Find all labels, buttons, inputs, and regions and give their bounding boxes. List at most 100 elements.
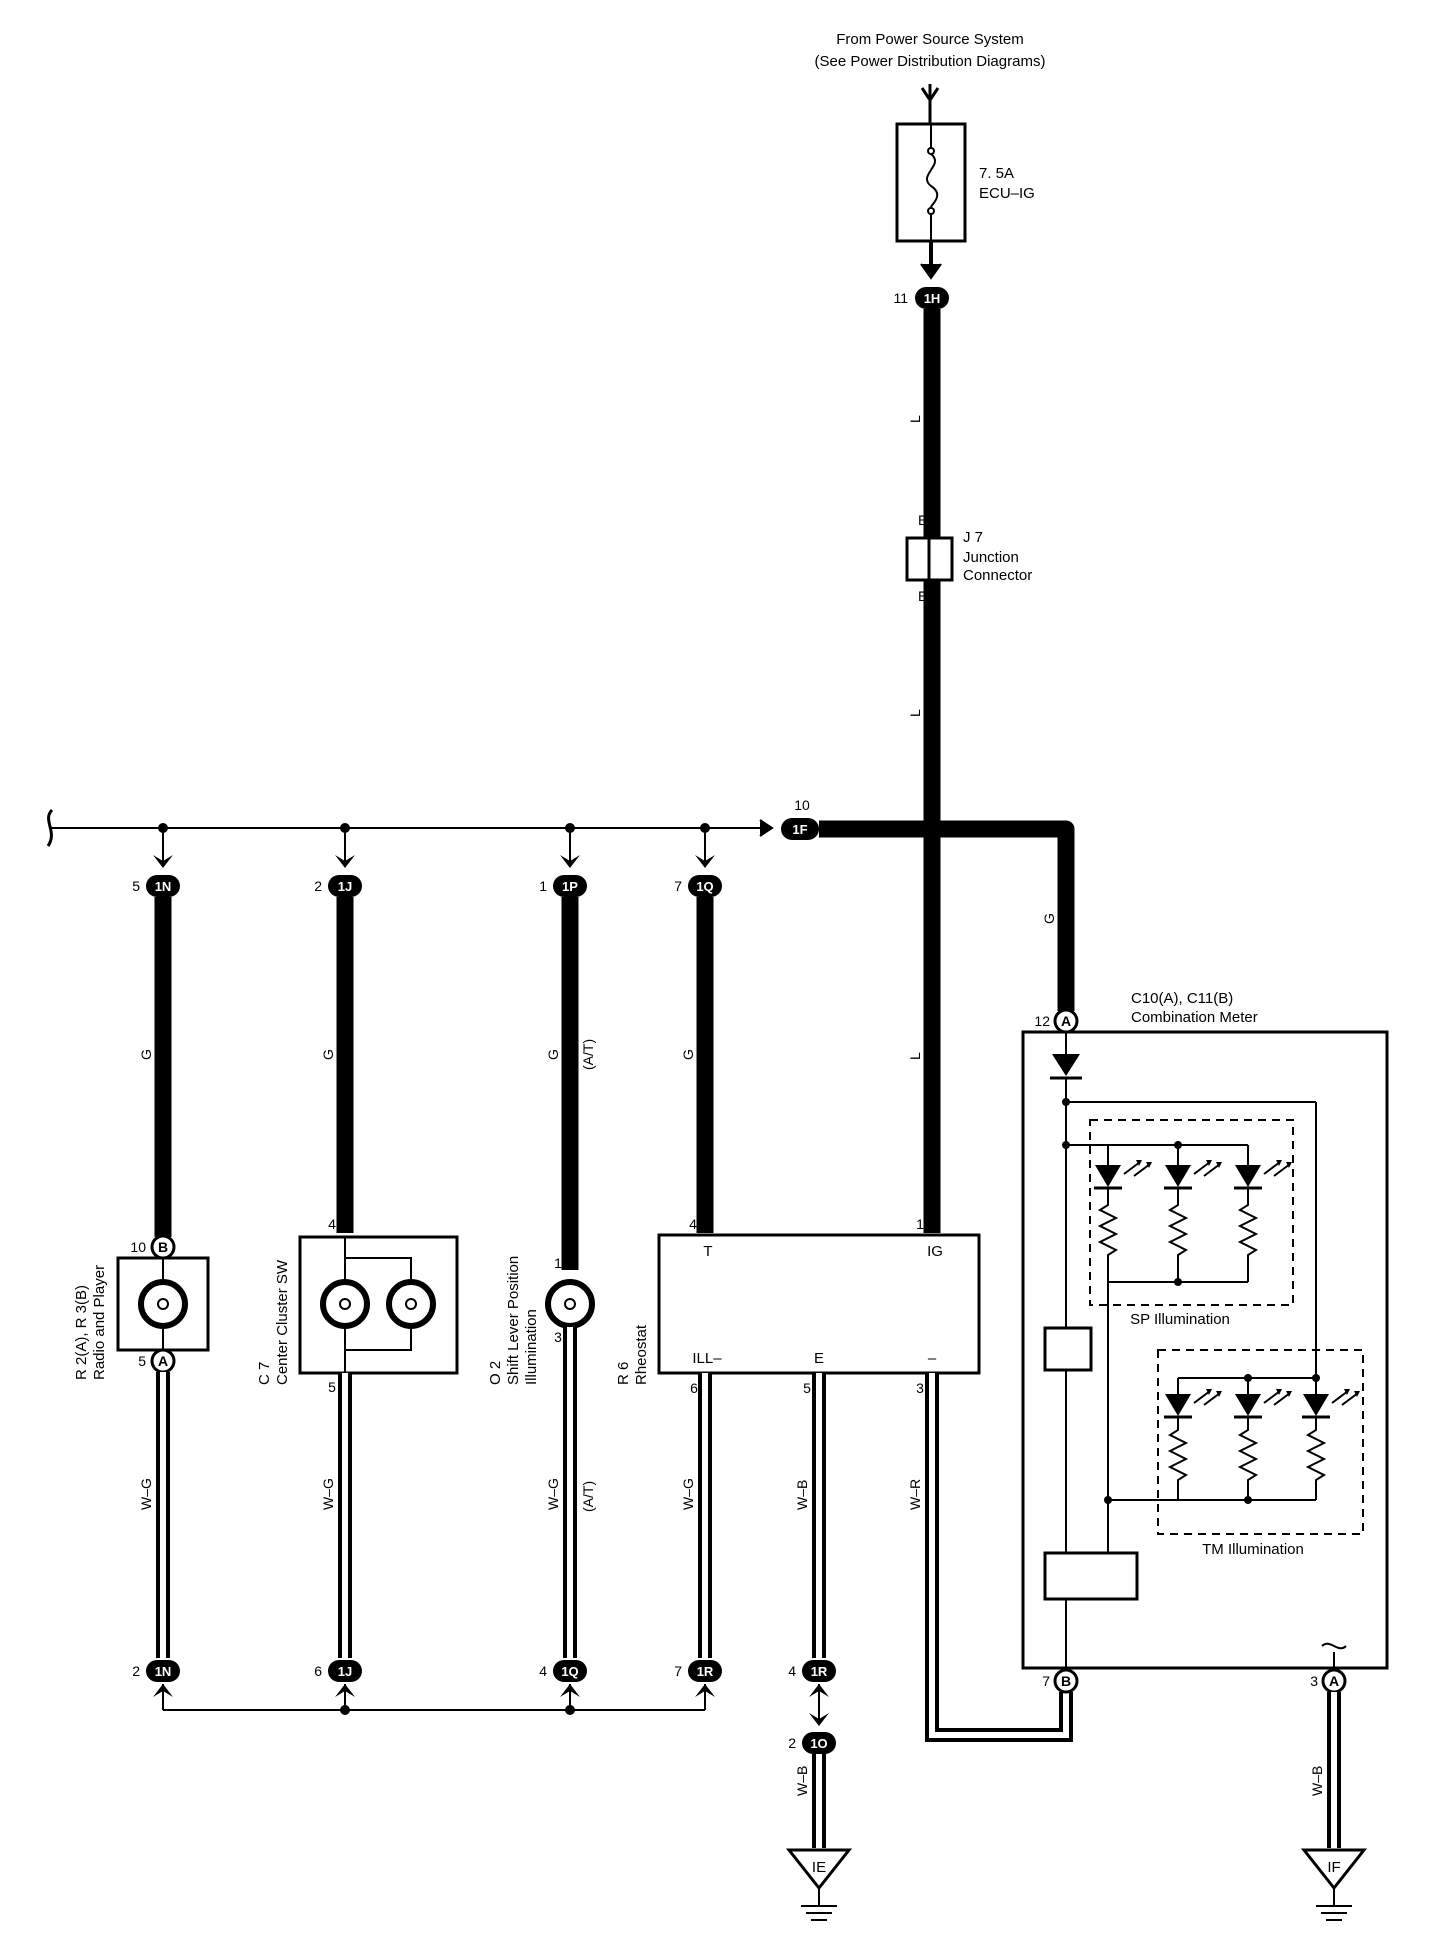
rheostat-name: Rheostat xyxy=(633,1324,650,1385)
wire-color-g-cluster: G xyxy=(320,1049,336,1060)
wire-color-g-rheostat: G xyxy=(680,1049,696,1060)
power-source-label-1: From Power Source System xyxy=(836,31,1024,48)
svg-text:B: B xyxy=(158,1239,168,1255)
svg-text:1H: 1H xyxy=(924,291,941,306)
meter-name: Combination Meter xyxy=(1131,1009,1258,1026)
wire-color-wg-cluster: W–G xyxy=(320,1478,336,1510)
connector-1q-top: 1Q xyxy=(688,875,722,897)
connector-b-radio: B xyxy=(150,1234,176,1260)
pin-label-6-1j: 6 xyxy=(314,1663,322,1679)
wire-color-wb-rheostat: W–B xyxy=(794,1480,810,1510)
cluster-name: Center Cluster SW xyxy=(274,1259,291,1385)
pin-label-7-1q: 7 xyxy=(674,878,682,894)
drop-rheostat xyxy=(695,828,715,868)
connector-a-meter-top: A xyxy=(1053,1008,1079,1034)
bus-break-symbol xyxy=(46,808,54,847)
pin-label-7-1r: 7 xyxy=(674,1663,682,1679)
pin-label-1-rheostat: 1 xyxy=(916,1216,924,1232)
pin-label-11: 11 xyxy=(893,290,908,306)
shift-lever-bulb xyxy=(545,1279,595,1329)
connector-1h: 1H xyxy=(915,287,949,309)
wire-wr-rheostat-meter xyxy=(925,1373,1073,1742)
fuse-name: ECU–IG xyxy=(979,185,1035,202)
svg-text:1P: 1P xyxy=(562,879,578,894)
wire-color-at-shift-top: (A/T) xyxy=(580,1039,596,1070)
connector-1p: 1P xyxy=(553,875,587,897)
wire-color-wg-shift: W–G xyxy=(545,1478,561,1510)
fuse-ecu-ig xyxy=(895,122,967,243)
wire-g-meter-feed xyxy=(819,820,1075,1011)
junction-name-2: Connector xyxy=(963,567,1032,584)
pin-label-3-rheostat: 3 xyxy=(916,1380,924,1396)
connector-1o: 1O xyxy=(802,1732,836,1754)
pin-label-6-rheostat: 6 xyxy=(690,1380,698,1396)
ground-if-label: IF xyxy=(1327,1859,1340,1876)
wire-color-wr-rheostat: W–R xyxy=(907,1479,923,1510)
pin-label-7-meter: 7 xyxy=(1042,1673,1050,1689)
wire-color-g-meter: G xyxy=(1041,913,1057,924)
rheostat-terminal-ig: IG xyxy=(927,1243,943,1260)
pin-label-10-1f: 10 xyxy=(794,797,810,813)
svg-text:A: A xyxy=(158,1353,168,1369)
meter-block-lower xyxy=(1043,1551,1139,1601)
svg-text:1O: 1O xyxy=(810,1736,827,1751)
wire-color-wb-if: W–B xyxy=(1309,1766,1325,1796)
svg-text:A: A xyxy=(1061,1013,1071,1029)
wire-wb-1r-1o xyxy=(809,1684,829,1726)
svg-text:1Q: 1Q xyxy=(696,879,713,894)
center-cluster-sw-box xyxy=(298,1235,459,1375)
tm-illumination-box xyxy=(1157,1349,1364,1535)
sp-led-3 xyxy=(1234,1145,1292,1282)
pin-label-2-1j: 2 xyxy=(314,878,322,894)
tm-led-3 xyxy=(1302,1378,1360,1500)
pin-label-4-rheostat: 4 xyxy=(689,1216,697,1232)
shift-name-1: Shift Lever Position xyxy=(505,1256,522,1385)
pin-label-2-1n: 2 xyxy=(132,1663,140,1679)
fuse-rating: 7. 5A xyxy=(979,165,1014,182)
ground-if xyxy=(1300,1848,1368,1921)
svg-text:1J: 1J xyxy=(338,1664,352,1679)
pin-label-10-radio: 10 xyxy=(130,1239,146,1255)
power-input-arrow xyxy=(920,84,940,124)
wire-color-wg-rheostat: W–G xyxy=(680,1478,696,1510)
pin-label-1-shift: 1 xyxy=(554,1255,562,1271)
wire-color-wg-radio: W–G xyxy=(138,1478,154,1510)
pin-label-5-rheostat: 5 xyxy=(803,1380,811,1396)
junction-pin-top: E xyxy=(918,512,927,528)
pin-label-12-meter: 12 xyxy=(1034,1013,1050,1029)
ground-return-bus xyxy=(162,1684,706,1715)
rheostat-terminal-minus: – xyxy=(928,1350,937,1367)
connector-a-radio: A xyxy=(150,1348,176,1374)
pin-label-5-1n: 5 xyxy=(132,878,140,894)
junction-code: J 7 xyxy=(963,529,983,546)
sp-illumination-box xyxy=(1089,1119,1294,1306)
pin-label-3-shift: 3 xyxy=(554,1329,562,1345)
shift-code: O 2 xyxy=(487,1361,504,1385)
wire-color-wb-ie: W–B xyxy=(794,1766,810,1796)
wire-color-l-3: L xyxy=(907,1052,923,1060)
pin-label-5-cluster: 5 xyxy=(328,1379,336,1395)
connector-1n-bottom: 1N xyxy=(146,1660,180,1682)
pin-label-4-1q: 4 xyxy=(539,1663,547,1679)
tm-led-1 xyxy=(1164,1378,1222,1500)
pin-label-3-meter: 3 xyxy=(1310,1673,1318,1689)
svg-text:1R: 1R xyxy=(811,1664,828,1679)
svg-text:1R: 1R xyxy=(697,1664,714,1679)
junction-name-1: Junction xyxy=(963,549,1019,566)
drop-radio xyxy=(153,828,173,868)
connector-a-meter-bottom: A xyxy=(1321,1668,1347,1694)
rheostat-terminal-ill: ILL– xyxy=(692,1350,722,1367)
connector-1n-top: 1N xyxy=(146,875,180,897)
junction-pin-bottom: E xyxy=(918,588,927,604)
svg-text:B: B xyxy=(1061,1673,1071,1689)
radio-name: Radio and Player xyxy=(91,1265,108,1380)
connector-1r-left: 1R xyxy=(688,1660,722,1682)
svg-text:1N: 1N xyxy=(155,879,172,894)
connector-1f: 1F xyxy=(781,818,819,840)
drop-shift xyxy=(560,828,580,868)
pin-label-1-1p: 1 xyxy=(539,878,547,894)
pin-label-2-1o: 2 xyxy=(788,1735,796,1751)
connector-1j-top: 1J xyxy=(328,875,362,897)
meter-code: C10(A), C11(B) xyxy=(1131,990,1233,1007)
